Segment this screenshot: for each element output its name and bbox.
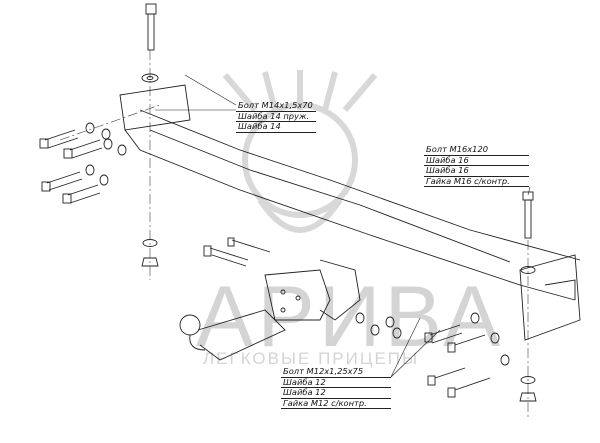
watermark-subtitle: ЛЕГКОВЫЕ ПРИЦЕПЫ <box>203 349 420 368</box>
bolt-m14-vertical <box>141 3 159 83</box>
spec-row: Гайка М16 с/контр. <box>424 176 529 187</box>
watermark-logo-text: АРИВА <box>196 269 505 365</box>
spec-row: Шайба 14 <box>236 121 316 133</box>
spec-row: Болт М12х1,25х75 <box>281 366 391 378</box>
spec-row: Болт М16х120 <box>424 144 529 156</box>
bolt-m16-vertical <box>520 191 536 274</box>
spec-row: Шайба 12 <box>281 387 391 399</box>
leader-lines <box>155 74 531 378</box>
spec-row: Шайба 14 пруж. <box>236 111 316 122</box>
watermark-emblem <box>222 70 378 233</box>
cross-beam <box>119 84 581 341</box>
center-lines <box>59 50 529 420</box>
spec-table-m12: Болт М12х1,25х75 Шайба 12 Шайба 12 Гайка… <box>281 366 391 409</box>
spec-row: Болт М14х1,5х70 <box>236 100 316 112</box>
bolts-m14-left <box>39 122 159 267</box>
spec-row: Гайка М12 с/контр. <box>281 398 391 409</box>
spec-row: Шайба 12 <box>281 377 391 388</box>
hitch-bracket <box>264 259 361 321</box>
spec-table-m16: Болт М16х120 Шайба 16 Шайба 16 Гайка М16… <box>424 144 529 187</box>
spec-row: Шайба 16 <box>424 155 529 166</box>
spec-table-m14: Болт М14х1,5х70 Шайба 14 пруж. Шайба 14 <box>236 100 316 133</box>
bolts-m12 <box>203 237 537 402</box>
tow-ball-arm <box>179 309 286 361</box>
spec-row: Шайба 16 <box>424 165 529 177</box>
